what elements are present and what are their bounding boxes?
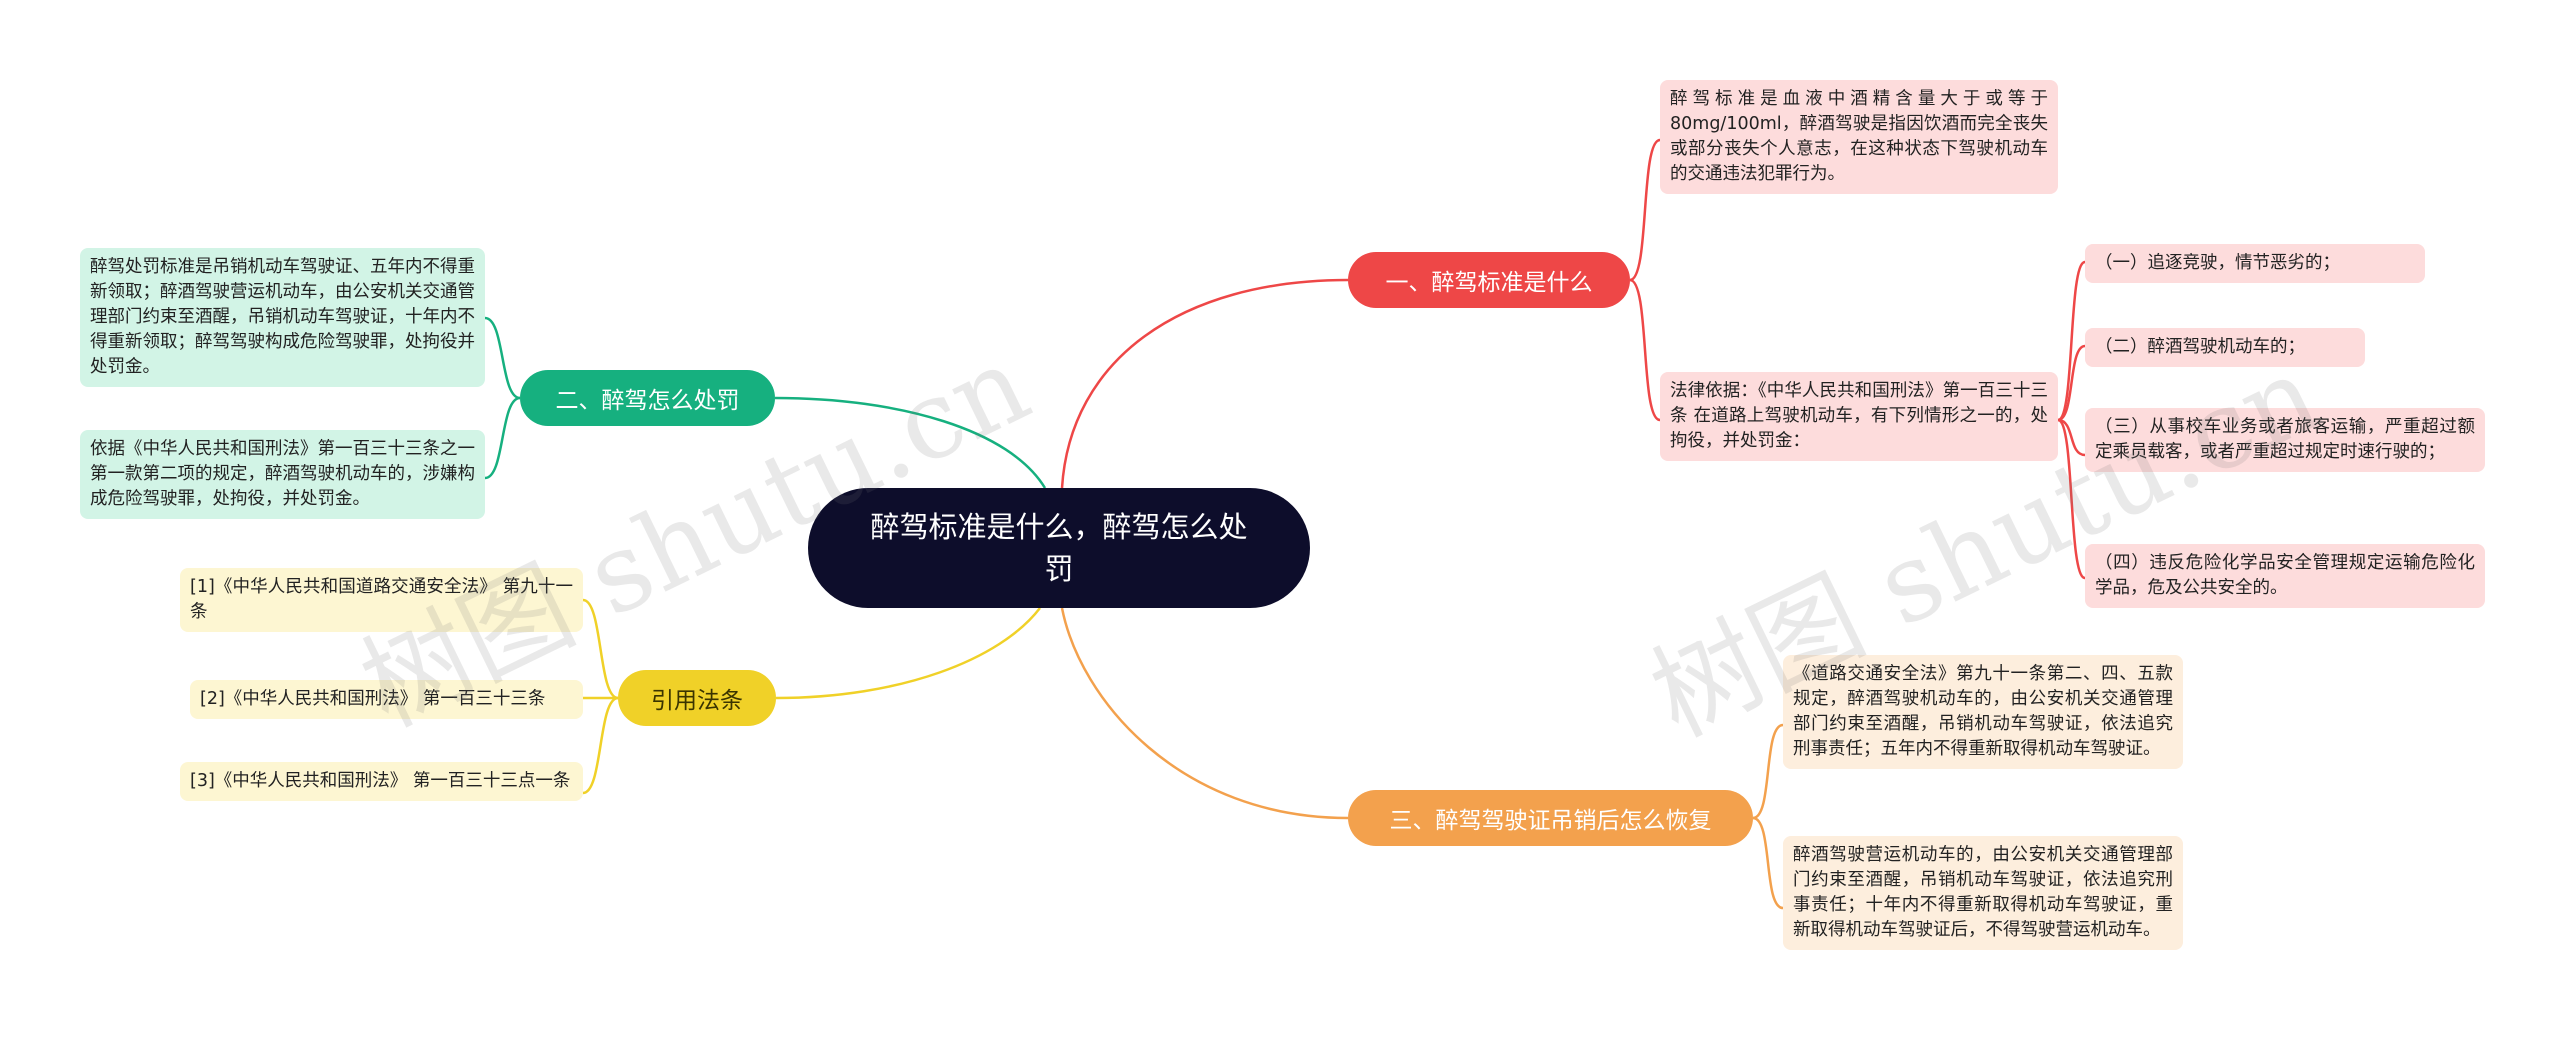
- leaf-text: 醉酒驾驶营运机动车的，由公安机关交通管理部门约束至酒醒，吊销机动车驾驶证，依法追…: [1793, 845, 2173, 940]
- edge-b1-sub2: [2057, 344, 2086, 422]
- leaf-text: 法律依据：《中华人民共和国刑法》第一百三十三条 在道路上驾驶机动车，有下列情形之…: [1670, 381, 2048, 451]
- leaf-text: 依据《中华人民共和国刑法》第一百三十三条之一第一款第二项的规定，醉酒驾驶机动车的…: [90, 439, 475, 509]
- edge-b1-sub3: [2057, 418, 2086, 457]
- edge-b1-leaf2: [1629, 278, 1661, 422]
- leaf-text: 《道路交通安全法》第九十一条第二、四、五款规定，醉酒驾驶机动车的，由公安机关交通…: [1793, 664, 2173, 759]
- edge-root-b4: [775, 607, 1041, 700]
- leaf-text: （四）违反危险化学品安全管理规定运输危险化学品，危及公共安全的。: [2095, 553, 2475, 598]
- edge-root-b1: [1060, 278, 1349, 489]
- leaf-recovery-five-years[interactable]: 《道路交通安全法》第九十一条第二、四、五款规定，醉酒驾驶机动车的，由公安机关交通…: [1783, 655, 2183, 769]
- edge-b1-sub1: [2057, 260, 2086, 422]
- edge-b4-leaf3: [582, 696, 619, 795]
- edge-b1-leaf1: [1629, 138, 1661, 282]
- leaf-text: [1]《中华人民共和国道路交通安全法》 第九十一条: [190, 577, 573, 622]
- leaf-punishment-basis[interactable]: 依据《中华人民共和国刑法》第一百三十三条之一第一款第二项的规定，醉酒驾驶机动车的…: [80, 430, 485, 519]
- leaf-sub-overload[interactable]: （三）从事校车业务或者旅客运输，严重超过额定乘员载客，或者严重超过规定时速行驶的…: [2085, 408, 2485, 472]
- leaf-sub-hazardous-chemicals[interactable]: （四）违反危险化学品安全管理规定运输危险化学品，危及公共安全的。: [2085, 544, 2485, 608]
- leaf-text: （一）追逐竞驶，情节恶劣的；: [2095, 253, 2340, 273]
- leaf-text: （二）醉酒驾驶机动车的；: [2095, 337, 2305, 357]
- leaf-standard-definition[interactable]: 醉驾标准是血液中酒精含量大于或等于80mg/100ml，醉酒驾驶是指因饮酒而完全…: [1660, 80, 2058, 194]
- branch-cited-laws[interactable]: 引用法条: [618, 670, 776, 726]
- leaf-sub-drunk-driving[interactable]: （二）醉酒驾驶机动车的；: [2085, 328, 2365, 367]
- leaf-text: 醉驾标准是血液中酒精含量大于或等于80mg/100ml，醉酒驾驶是指因饮酒而完全…: [1670, 89, 2048, 184]
- leaf-punishment-standard[interactable]: 醉驾处罚标准是吊销机动车驾驶证、五年内不得重新领取；醉酒驾驶营运机动车，由公安机…: [80, 248, 485, 387]
- edge-root-b2: [774, 396, 1047, 489]
- branch-label: 一、醉驾标准是什么: [1385, 270, 1593, 296]
- branch-label: 三、醉驾驾驶证吊销后怎么恢复: [1389, 808, 1712, 834]
- leaf-citation-1[interactable]: [1]《中华人民共和国道路交通安全法》 第九十一条: [180, 568, 583, 632]
- edge-b2-leaf1: [484, 316, 521, 400]
- leaf-legal-basis[interactable]: 法律依据：《中华人民共和国刑法》第一百三十三条 在道路上驾驶机动车，有下列情形之…: [1660, 372, 2058, 461]
- edge-b1-sub4: [2057, 418, 2086, 580]
- root-topic[interactable]: 醉驾标准是什么，醉驾怎么处罚: [808, 488, 1310, 608]
- branch-drunk-driving-standard[interactable]: 一、醉驾标准是什么: [1348, 252, 1630, 308]
- branch-label: 引用法条: [651, 688, 743, 714]
- leaf-text: 醉驾处罚标准是吊销机动车驾驶证、五年内不得重新领取；醉酒驾驶营运机动车，由公安机…: [90, 257, 475, 377]
- edge-b4-leaf1: [582, 598, 619, 700]
- leaf-text: [2]《中华人民共和国刑法》 第一百三十三条: [200, 689, 546, 709]
- leaf-text: （三）从事校车业务或者旅客运输，严重超过额定乘员载客，或者严重超过规定时速行驶的…: [2095, 417, 2475, 462]
- leaf-recovery-ten-years[interactable]: 醉酒驾驶营运机动车的，由公安机关交通管理部门约束至酒醒，吊销机动车驾驶证，依法追…: [1783, 836, 2183, 950]
- edge-b3-leaf1: [1752, 723, 1784, 820]
- edge-b3-leaf2: [1752, 816, 1784, 910]
- leaf-text: [3]《中华人民共和国刑法》 第一百三十三点一条: [190, 771, 571, 791]
- leaf-sub-racing[interactable]: （一）追逐竞驶，情节恶劣的；: [2085, 244, 2425, 283]
- branch-license-recovery[interactable]: 三、醉驾驾驶证吊销后怎么恢复: [1348, 790, 1753, 846]
- leaf-citation-3[interactable]: [3]《中华人民共和国刑法》 第一百三十三点一条: [180, 762, 583, 801]
- edge-root-b3: [1060, 607, 1349, 820]
- leaf-citation-2[interactable]: [2]《中华人民共和国刑法》 第一百三十三条: [190, 680, 583, 719]
- branch-label: 二、醉驾怎么处罚: [555, 388, 740, 414]
- branch-punishment[interactable]: 二、醉驾怎么处罚: [520, 370, 775, 426]
- root-topic-text: 醉驾标准是什么，醉驾怎么处罚: [870, 510, 1248, 586]
- edge-b2-leaf2: [484, 396, 521, 480]
